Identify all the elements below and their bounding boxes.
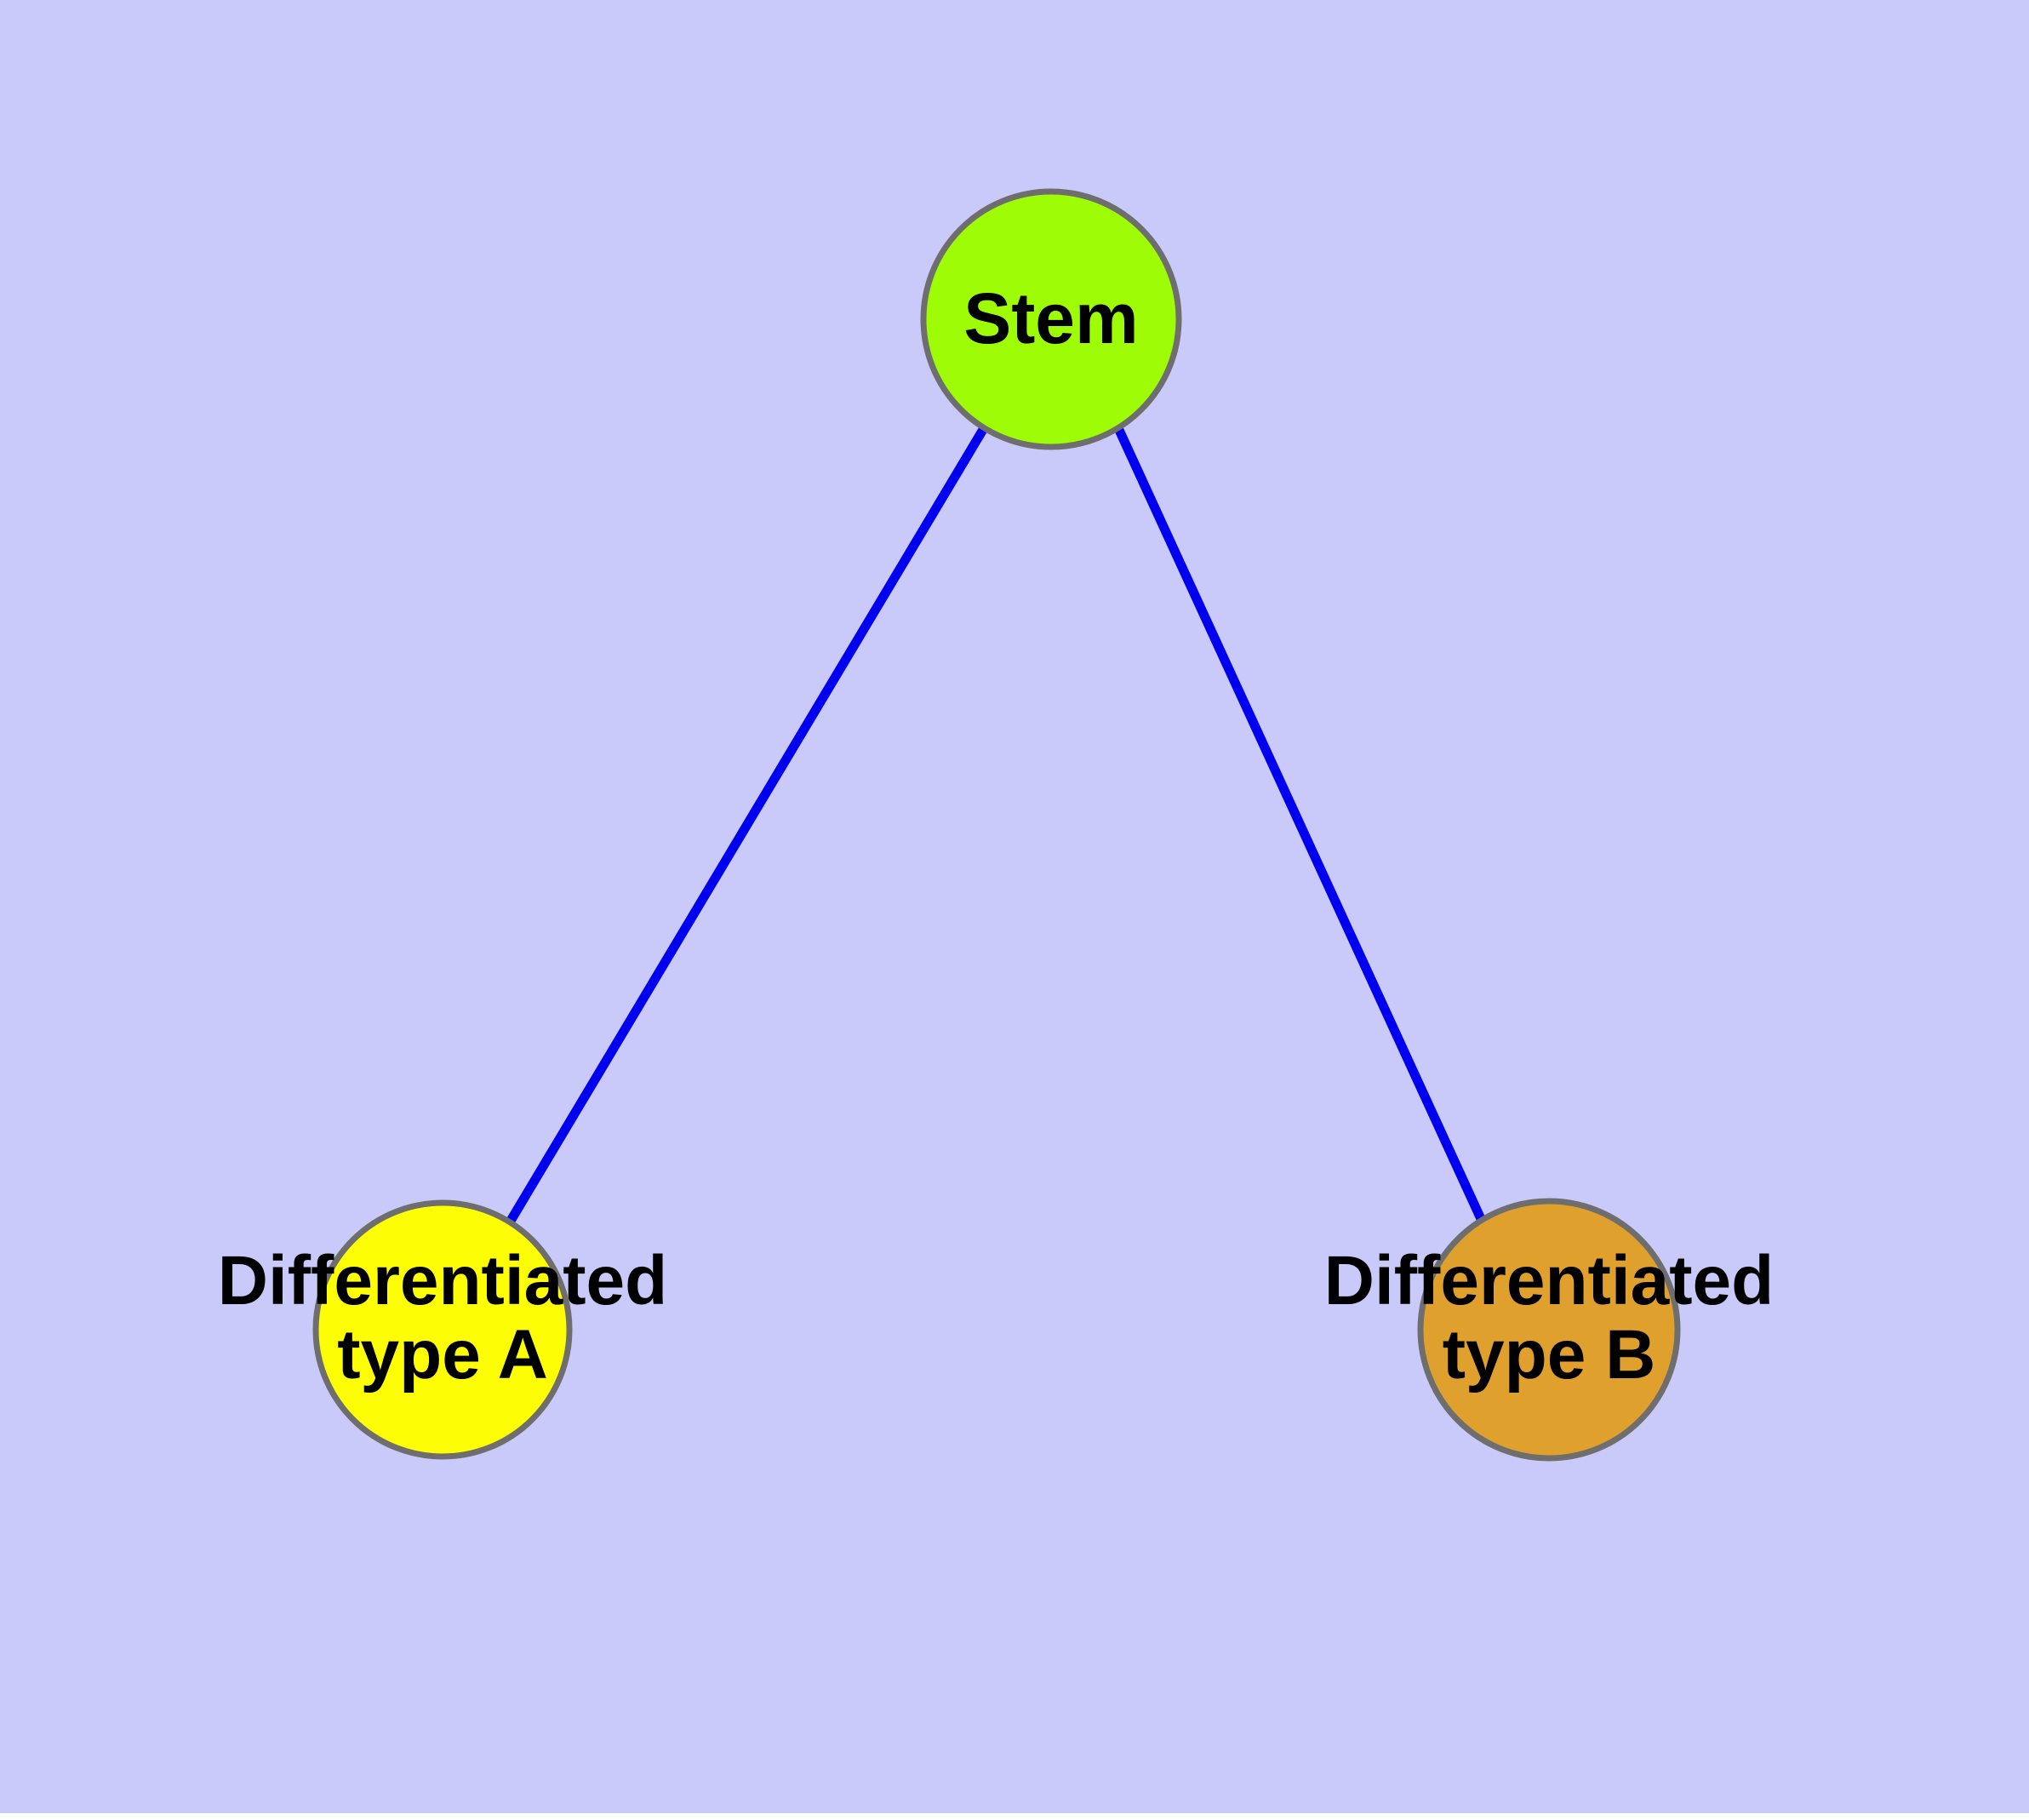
node-stem[interactable] bbox=[920, 188, 1182, 450]
edge-layer bbox=[506, 423, 1487, 1226]
edge-stem-to-differentiated-a bbox=[506, 423, 989, 1226]
node-layer bbox=[312, 188, 1681, 1462]
edge-stem-to-differentiated-b bbox=[1113, 423, 1487, 1226]
node-differentiated-type-a[interactable] bbox=[312, 1199, 573, 1460]
node-differentiated-type-b[interactable] bbox=[1417, 1198, 1681, 1462]
